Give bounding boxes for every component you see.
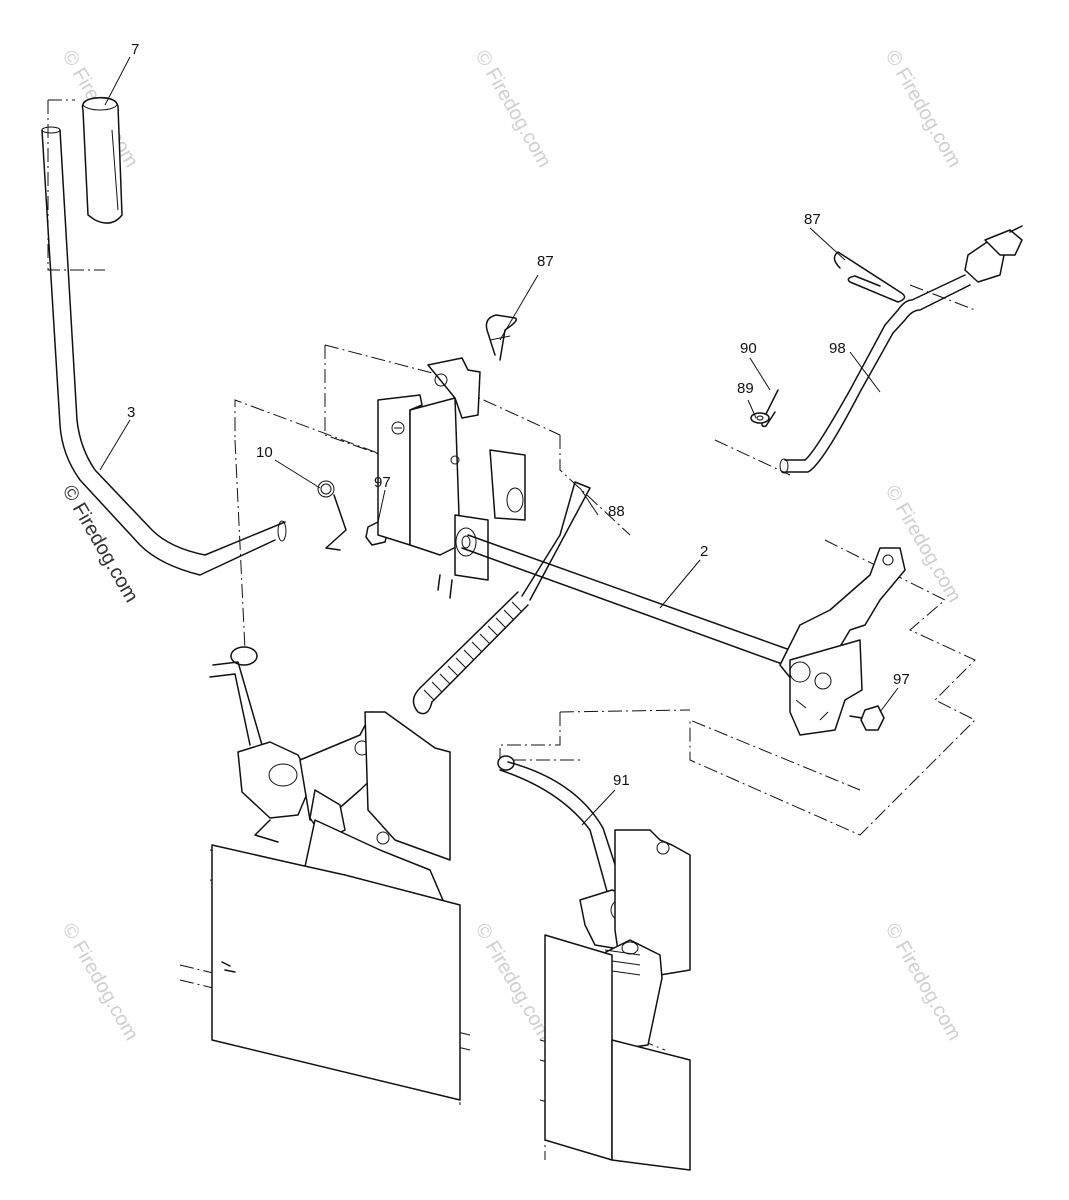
watermarks: © Firedog.com © Firedog.com © Firedog.co… [58, 47, 966, 1045]
cross-shaft [455, 527, 791, 666]
torsion-spring [317, 480, 347, 551]
callout-97-left: 97 [374, 474, 391, 491]
watermark: © Firedog.com [58, 920, 143, 1045]
callout-87-right: 87 [804, 211, 821, 228]
adjustment-rod [779, 225, 1023, 474]
lever-grip [81, 96, 123, 224]
lift-arm-right [779, 547, 906, 736]
deck-block-right [544, 934, 691, 1171]
deck-block-left [211, 844, 461, 1101]
callout-89: 89 [737, 380, 754, 397]
lever-rod [41, 126, 287, 576]
bolt-right [849, 705, 885, 731]
watermark: © Firedog.com [471, 47, 556, 172]
hairpin-clip-upper [485, 314, 517, 361]
leader-lines [99, 56, 899, 826]
watermark: © Firedog.com [471, 920, 556, 1045]
washer [750, 412, 770, 424]
lift-link-left [209, 646, 393, 845]
watermark: © Firedog.com [58, 482, 143, 607]
watermark: © Firedog.com [881, 920, 966, 1045]
mounting-bracket [377, 357, 526, 599]
hairpin-clip-right [833, 251, 906, 303]
watermark: © Firedog.com [881, 482, 966, 607]
callout-90: 90 [740, 340, 757, 357]
watermark: © Firedog.com [881, 47, 966, 172]
callout-88: 88 [608, 503, 625, 520]
callout-87-upper: 87 [537, 253, 554, 270]
callout-98: 98 [829, 340, 846, 357]
callout-3: 3 [127, 404, 135, 421]
callout-10: 10 [256, 444, 273, 461]
callout-91: 91 [613, 772, 630, 789]
callouts: 7 3 10 97 87 88 87 90 98 89 2 97 91 [127, 41, 910, 789]
callout-7: 7 [131, 41, 139, 58]
callout-97-right: 97 [893, 671, 910, 688]
callout-2: 2 [700, 543, 708, 560]
extension-spring [412, 481, 591, 715]
